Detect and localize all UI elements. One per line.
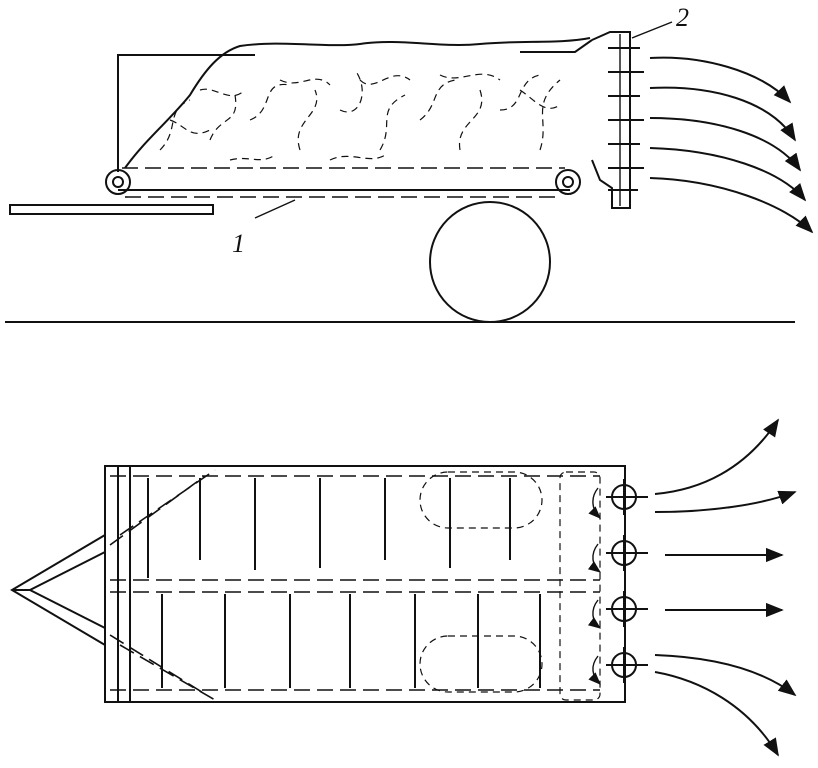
rear-roller <box>105 169 131 195</box>
beater-rotors <box>606 479 648 683</box>
top-view <box>10 418 797 757</box>
rotation-arrows <box>587 487 602 685</box>
spread-arrows-side <box>649 56 814 234</box>
beater-rotor <box>606 535 648 571</box>
body-outline <box>117 39 593 172</box>
front-roller-hub <box>562 176 574 188</box>
drawbar <box>9 204 214 215</box>
body-outline-top <box>104 465 626 703</box>
spread-arrows-top <box>654 418 797 757</box>
beater-housing-top <box>559 471 601 701</box>
wheel <box>429 201 551 323</box>
conveyor-slats-upper <box>147 478 511 578</box>
front-roller <box>555 169 581 195</box>
drawbar-dashed <box>109 469 216 701</box>
beater-rotor <box>606 647 648 683</box>
rear-roller-hub <box>112 176 124 188</box>
wheel-top-dashed-upper <box>419 471 543 529</box>
beater-label: 2 <box>676 3 689 32</box>
conveyor-label: 1 <box>232 229 245 258</box>
drawbar-a-frame <box>10 534 106 646</box>
beater-housing <box>591 31 631 209</box>
beater-leader <box>631 21 673 39</box>
manure-texture <box>159 69 561 161</box>
beater-teeth <box>608 47 644 191</box>
manure-pile <box>124 37 591 169</box>
beater-rotor <box>606 479 648 515</box>
beater-rotor <box>606 591 648 627</box>
side-view: 1 2 <box>5 3 814 323</box>
conveyor-leader <box>254 199 296 219</box>
conveyor-slats-lower <box>161 594 541 688</box>
wheel-top-dashed-lower <box>419 635 543 693</box>
